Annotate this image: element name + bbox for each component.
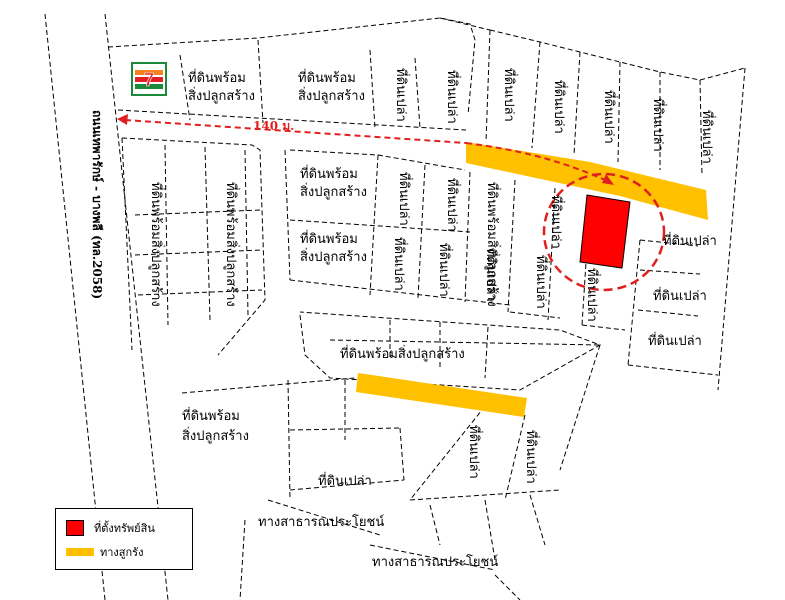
plot-boundaries [44, 13, 746, 600]
plot-label: สิ่งปลูกสร้าง [300, 183, 367, 200]
alley-swatch-icon [66, 548, 94, 556]
plot-label: ที่ดินเปล่า [501, 68, 518, 122]
plot-label: ที่ดินพร้อมสิ่งปลูกสร้าง [340, 345, 465, 362]
plot-label: สิ่งปลูกสร้าง [188, 87, 255, 104]
subject-highlight-circle [542, 172, 666, 292]
plot-label: ที่ดินพร้อมสิ่งปลูกสร้าง [223, 182, 240, 307]
public-road-label: ทางสาธารณประโยชน์ [258, 514, 384, 530]
plot-label: ที่ดินเปล่า [444, 70, 461, 124]
plot-label: ที่ดินพร้อม [298, 69, 356, 86]
plot-label: ที่ดินเปล่า [548, 195, 565, 249]
plot-label: ที่ดินพร้อมสิ่งปลูกสร้าง [148, 182, 165, 307]
plot-label: สิ่งปลูกสร้าง [300, 248, 367, 265]
arrowhead-right [602, 174, 614, 185]
distance-label: 140 ม. [253, 119, 294, 133]
plot-label: ที่ดินเปล่า [653, 287, 707, 304]
legend-alley-label: ทางสูกรัง [100, 546, 144, 559]
legend-alley-row: ทางสูกรัง [66, 543, 143, 561]
plot-label: ที่ดินเปล่า [584, 268, 601, 322]
plot-label: ที่ดินเปล่า [699, 110, 716, 164]
svg-text:7: 7 [144, 70, 154, 90]
main-road-label: ถนนเทพารักษ์ - บางพลี (ทล.2058) [90, 110, 104, 299]
legend-subject-label: ที่ตั้งทรัพย์สิน [94, 522, 155, 535]
plot-labels: ที่ดินพร้อม สิ่งปลูกสร้าง ที่ดินพร้อม สิ… [148, 68, 717, 489]
plot-label: ที่ดินเปล่า [318, 472, 372, 489]
plot-label: ที่ดินเปล่า [533, 255, 550, 309]
plot-label: ที่ดินพร้อม [188, 69, 246, 86]
plot-label: ที่ดินเปล่า [483, 248, 500, 302]
plot-label: ที่ดินเปล่า [523, 430, 540, 484]
plot-label: ที่ดินพร้อม [300, 165, 358, 182]
map-legend: ที่ตั้งทรัพย์สิน ทางสูกรัง [55, 508, 193, 570]
plot-label: ที่ดินเปล่า [436, 243, 453, 297]
plot-label: ที่ดินเปล่า [391, 237, 408, 291]
plot-label: ที่ดินพร้อม [300, 230, 358, 247]
plot-label: ที่ดินพร้อม [182, 407, 240, 424]
subject-property-marker [579, 194, 631, 269]
public-road-label: ทางสาธารณประโยชน์ [372, 554, 498, 570]
laterite-alley-lower [356, 373, 527, 417]
plot-label: ที่ดินเปล่า [650, 98, 667, 152]
plot-label: ที่ดินเปล่า [551, 80, 568, 134]
plot-label: ที่ดินเปล่า [663, 232, 717, 249]
plot-label: ที่ดินเปล่า [444, 178, 461, 232]
arrowhead-left [117, 114, 128, 125]
plot-label: สิ่งปลูกสร้าง [298, 87, 365, 104]
seven-eleven-icon: 7 [131, 62, 167, 96]
legend-subject-row: ที่ตั้งทรัพย์สิน [66, 519, 155, 537]
plot-label: ที่ดินเปล่า [466, 425, 483, 479]
laterite-alley-upper [466, 142, 708, 220]
plot-label: ที่ดินเปล่า [393, 68, 410, 122]
plot-label: ที่ดินเปล่า [648, 332, 702, 349]
plot-label: สิ่งปลูกสร้าง [182, 427, 249, 444]
plot-label: ที่ดินพร้อมสิ่งปลูกสร้าง [484, 182, 501, 307]
plot-label: ที่ดินเปล่า [396, 172, 413, 226]
subject-swatch-icon [66, 520, 84, 536]
distance-arrow [124, 119, 611, 183]
plot-label: ที่ดินเปล่า [601, 90, 618, 144]
